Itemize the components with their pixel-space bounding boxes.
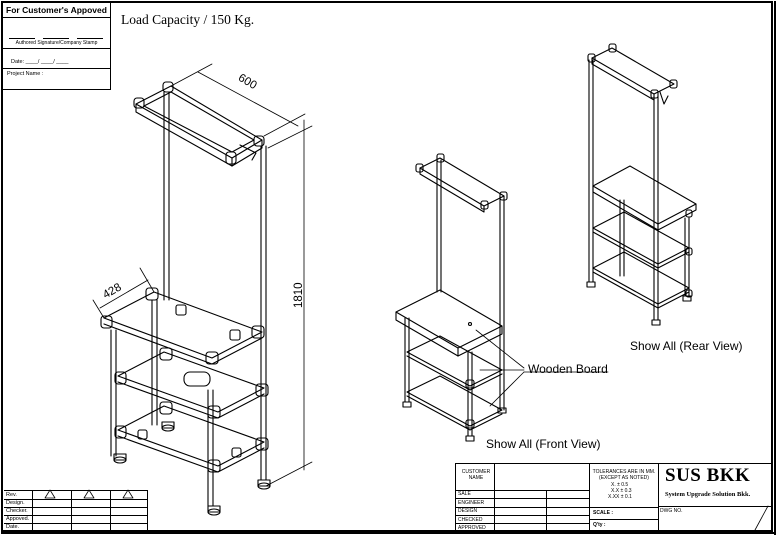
revision-row-label: Appoved.: [6, 516, 30, 522]
title-row-label: SALE: [458, 491, 471, 497]
row-divider: [4, 499, 147, 500]
approval-date-label: Date: ____/ ____/ ____: [11, 59, 69, 65]
revision-table: Rev. Design. Checker. Appoved. Date.: [4, 490, 148, 532]
divider: [3, 17, 110, 18]
load-capacity-note: Load Capacity / 150 Kg.: [121, 12, 255, 27]
company-tagline: System Upgrade Solution Bkk.: [665, 491, 751, 498]
title-row-label: APPROVED: [458, 525, 486, 531]
quantity-label: Q'ty :: [593, 522, 606, 528]
column-divider: [589, 464, 590, 532]
revision-row-label: Date.: [6, 524, 20, 530]
tolerance-value: X.XX ± 0.1: [608, 494, 632, 500]
signature-line: [77, 38, 103, 39]
dimension-height: 1810: [293, 282, 305, 308]
row-divider: [658, 506, 772, 507]
revision-row-label: Design.: [6, 500, 25, 506]
title-row-label: CHECKED: [458, 517, 483, 523]
scale-label: SCALE :: [593, 510, 613, 516]
tolerance-value: X. ± 0.5: [611, 482, 629, 488]
title-row-label: ENGINEER: [458, 500, 485, 506]
rear-view-rack: [586, 43, 697, 326]
rear-view-label: Show All (Rear View): [630, 339, 743, 353]
row-divider: [456, 498, 589, 499]
customer-name-label: CUSTOMER NAME: [461, 469, 491, 481]
project-name-label: Project Name :: [7, 71, 44, 77]
row-divider: [456, 507, 589, 508]
title-row-label: DESIGN: [458, 508, 478, 514]
column-divider: [546, 490, 547, 532]
tolerance-value: X.X ± 0.3: [611, 488, 632, 494]
tolerances-note: (EXCEPT AS NOTED): [599, 475, 649, 481]
signature-caption: Authored Signature/Company Stamp: [15, 40, 98, 46]
column-divider: [658, 464, 659, 532]
row-divider: [589, 507, 658, 508]
row-divider: [456, 515, 589, 516]
front-view-rack: [395, 153, 508, 442]
row-divider: [456, 490, 589, 491]
title-block: CUSTOMER NAME SALE ENGINEER DESIGN CHECK…: [455, 463, 773, 533]
dimension-lines: [92, 63, 313, 487]
divider: [3, 68, 110, 69]
customer-approval-box: For Customer's Appoved Authored Signatur…: [3, 3, 111, 90]
column-divider: [32, 491, 33, 532]
drawing-number-label: DWG NO.: [660, 508, 683, 514]
revision-triangle-icons: [44, 489, 134, 499]
customer-approval-title: For Customer's Appoved: [6, 5, 107, 15]
wooden-board-label: Wooden Board: [528, 362, 608, 376]
column-divider: [110, 491, 111, 532]
row-divider: [456, 523, 589, 524]
revision-row-label: Checker.: [6, 508, 28, 514]
sheet-border-shadow-bottom: [1, 532, 776, 534]
sheet-border-shadow-right: [774, 1, 776, 535]
row-divider: [589, 519, 658, 520]
front-view-label: Show All (Front View): [486, 437, 601, 451]
row-divider: [4, 523, 147, 524]
main-isometric-view: [100, 81, 271, 516]
column-divider: [71, 491, 72, 532]
company-name: SUS BKK: [665, 465, 751, 486]
revision-row-label: Rev.: [6, 492, 17, 498]
wooden-board-leaders: [475, 329, 609, 407]
signature-line: [43, 38, 69, 39]
row-divider: [4, 507, 147, 508]
signature-line: [9, 38, 35, 39]
row-divider: [4, 515, 147, 516]
tolerances-title: TOLERANCES ARE IN MM.: [592, 469, 656, 475]
divider: [3, 48, 110, 49]
